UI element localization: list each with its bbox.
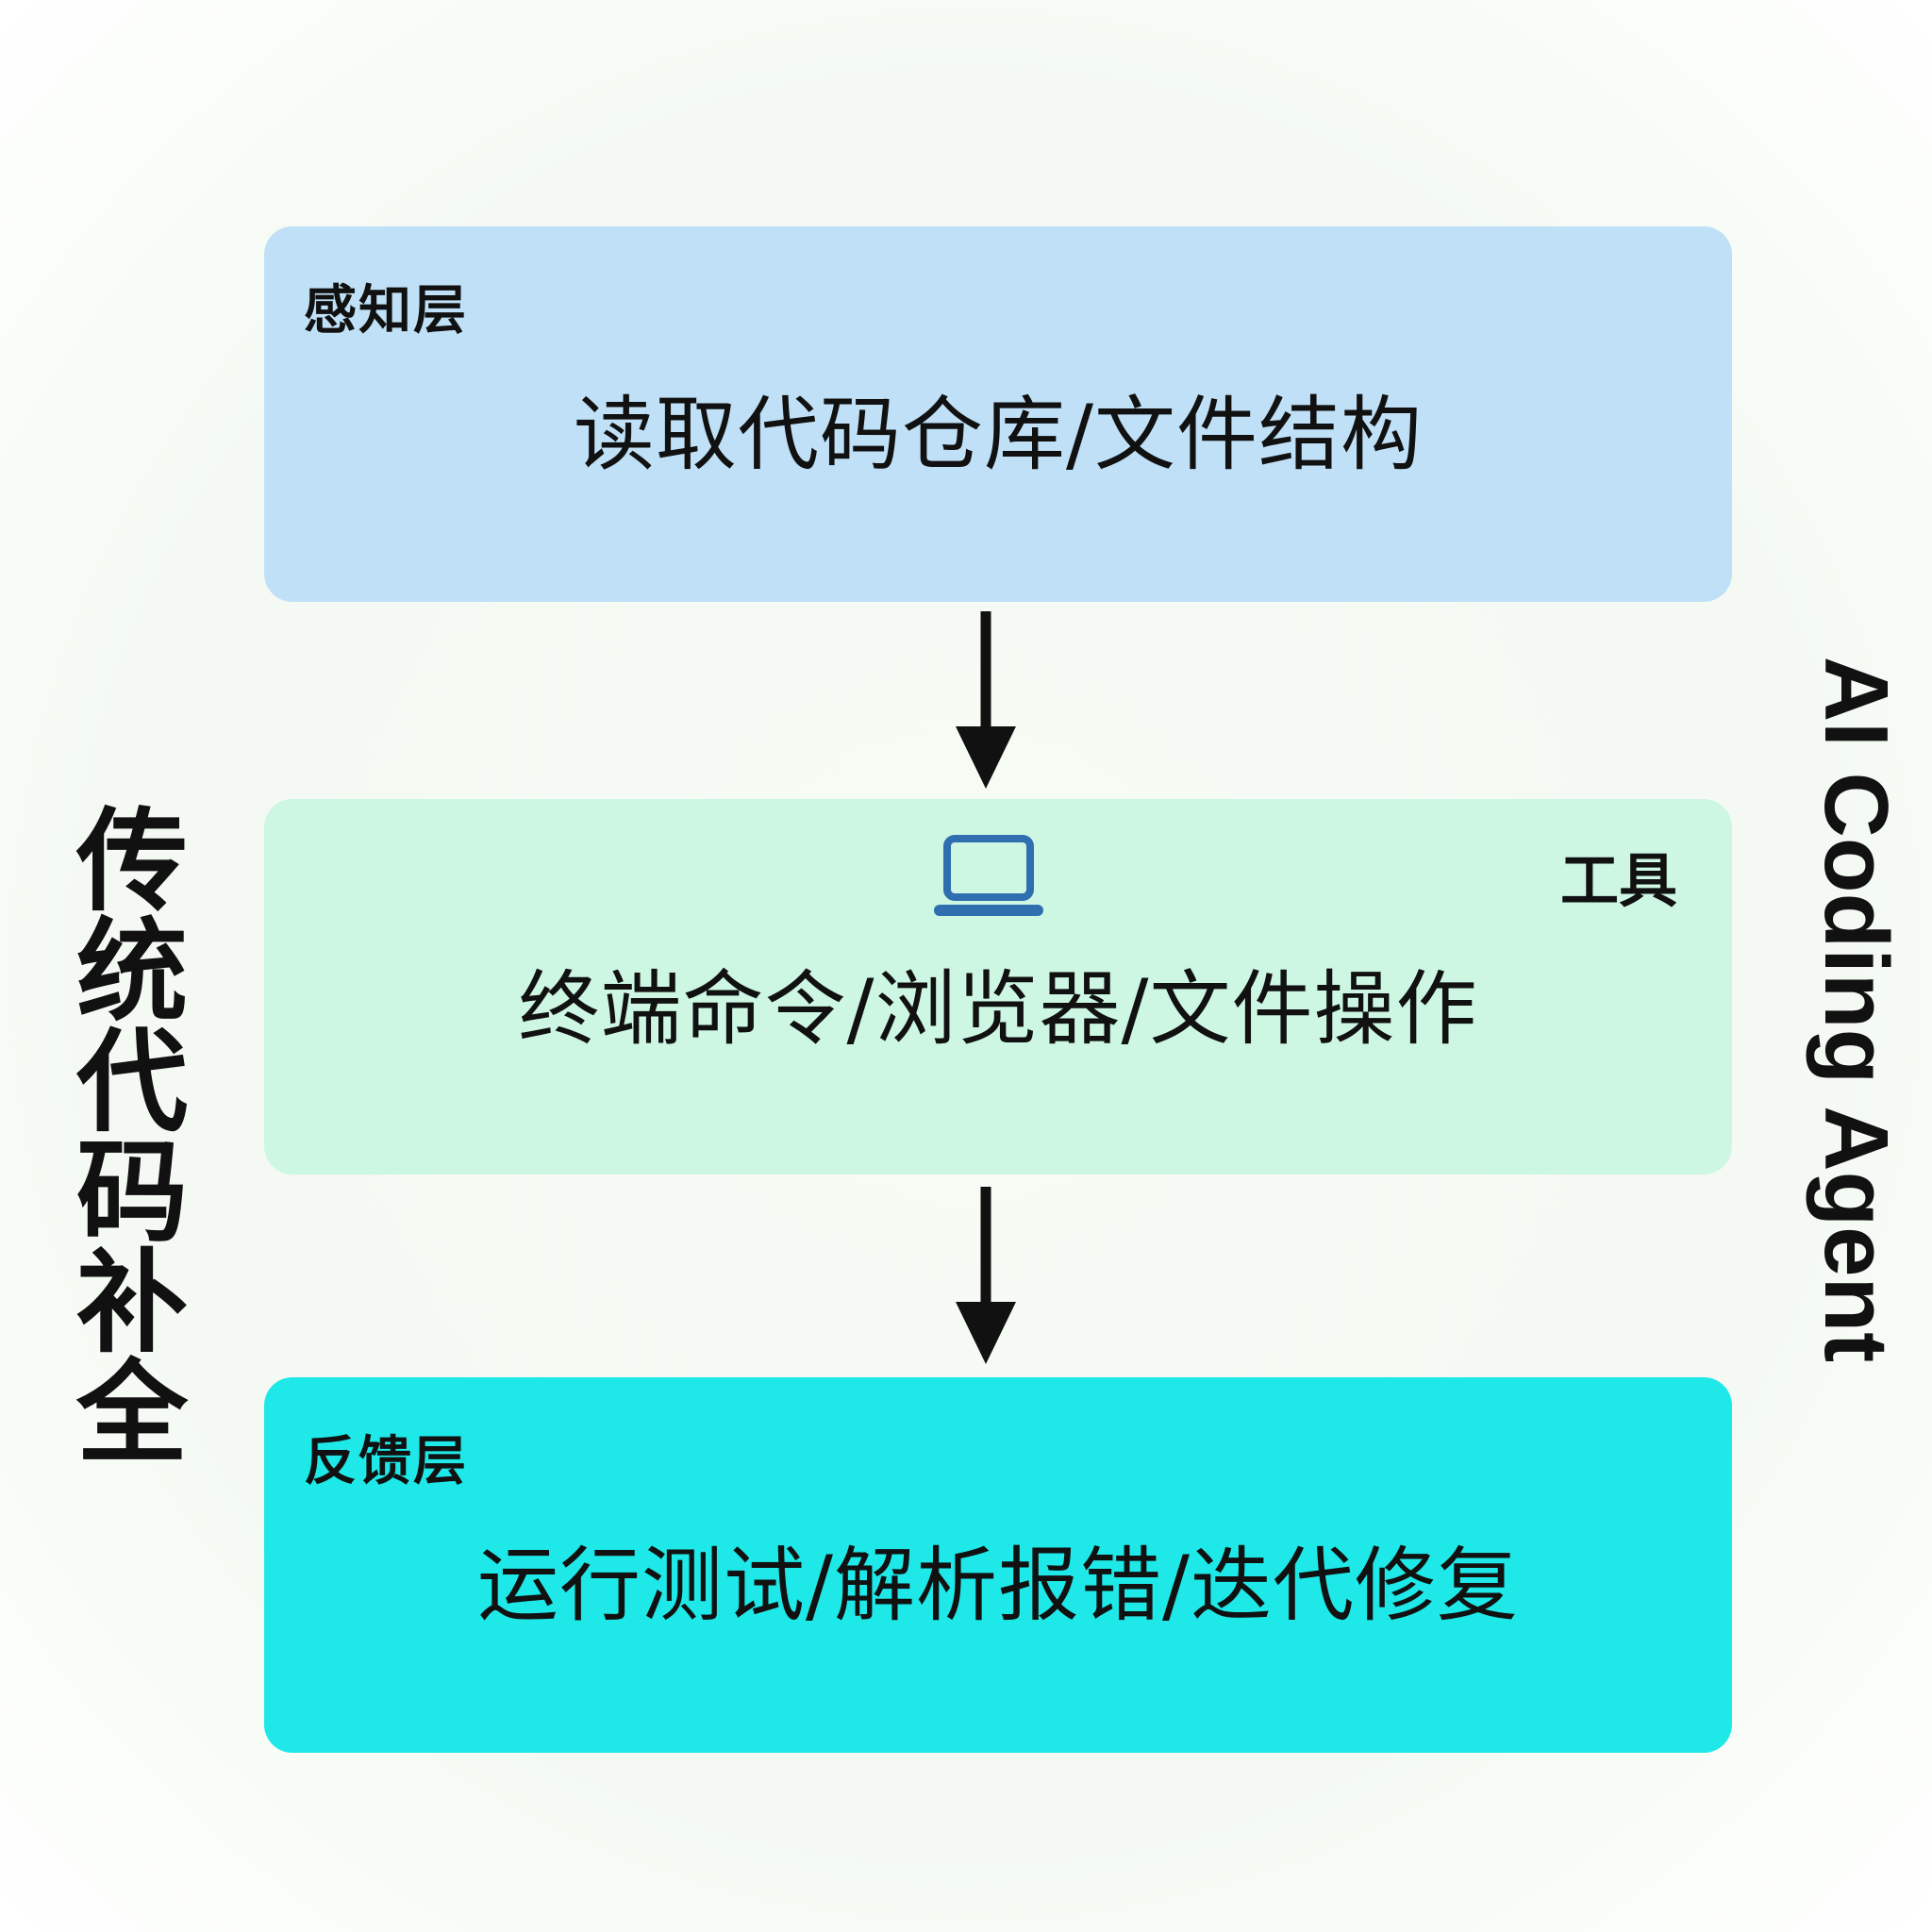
- perception-layer-title: 感知层: [304, 280, 468, 341]
- left-label-char: 传: [75, 796, 188, 926]
- left-label-char: 全: [75, 1348, 188, 1478]
- feedback-layer-title: 反馈层: [304, 1431, 468, 1492]
- feedback-layer-text: 运行测试/解析报错/迭代修复: [477, 1539, 1519, 1633]
- tools-layer-text: 终端命令/浏览器/文件操作: [518, 962, 1478, 1057]
- perception-layer-text: 读取代码仓库/文件结构: [574, 388, 1423, 482]
- left-label-char: 码: [75, 1127, 188, 1257]
- left-label-char: 统: [75, 907, 188, 1037]
- down-arrow-icon: [956, 1187, 1016, 1364]
- tools-layer-box: 工具 终端命令/浏览器/文件操作: [264, 799, 1732, 1174]
- computer-icon: [934, 835, 1043, 916]
- tools-tag: 工具: [1559, 846, 1677, 915]
- feedback-layer-box: 反馈层 运行测试/解析报错/迭代修复: [264, 1377, 1732, 1753]
- left-label-char: 补: [75, 1238, 188, 1368]
- right-side-label: AI Coding Agent: [1806, 656, 1907, 1363]
- perception-layer-box: 感知层 读取代码仓库/文件结构: [264, 226, 1732, 602]
- left-label-char: 代: [75, 1017, 188, 1147]
- left-side-label: 传 统 代 码 补 全: [57, 796, 208, 1478]
- down-arrow-icon: [956, 611, 1016, 789]
